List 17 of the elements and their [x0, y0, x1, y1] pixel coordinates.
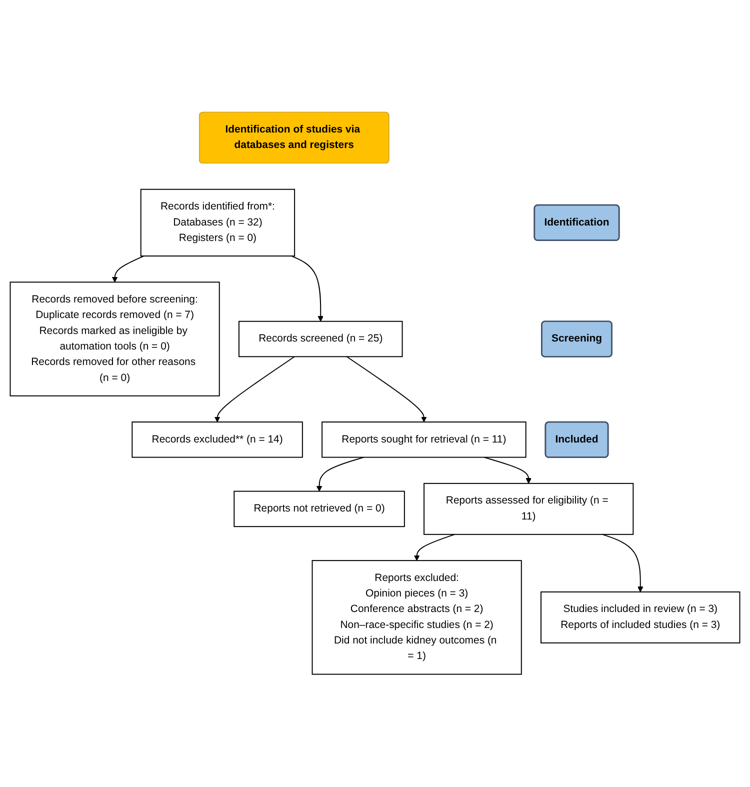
arrow [346, 356, 427, 423]
node-box: Records removed before screening: Duplicate records removed (n = 7) Records marked as ineligible by automation tools (n = 0) Records removed for other reasons (n = 0) [10, 282, 220, 397]
arrow [214, 356, 296, 423]
node-box: Studies included in review (n = 3) Reports of included studies (n = 3) [540, 592, 740, 644]
node-box: Reports not retrieved (n = 0) [234, 491, 405, 528]
node-box: Reports sought for retrieval (n = 11) [322, 422, 526, 458]
arrow [414, 534, 456, 562]
arrow [112, 256, 144, 283]
arrow [484, 457, 532, 484]
node-box: Records screened (n = 25) [238, 321, 403, 358]
arrow [291, 256, 324, 322]
node-box: Reports excluded: Opinion pieces (n = 3) Conference abstracts (n = 2) Non–race-specific studies (n = 2) Did not include kidney outcomes (n = 1) [312, 560, 522, 675]
node-box: Reports assessed for eligibility (n = 11) [424, 483, 634, 536]
arrow [316, 457, 364, 492]
node-box: Records identified from*: Databases (n = 32) Registers (n = 0) [140, 189, 296, 257]
node-box: Records excluded** (n = 14) [132, 422, 303, 458]
arrow [602, 534, 644, 592]
